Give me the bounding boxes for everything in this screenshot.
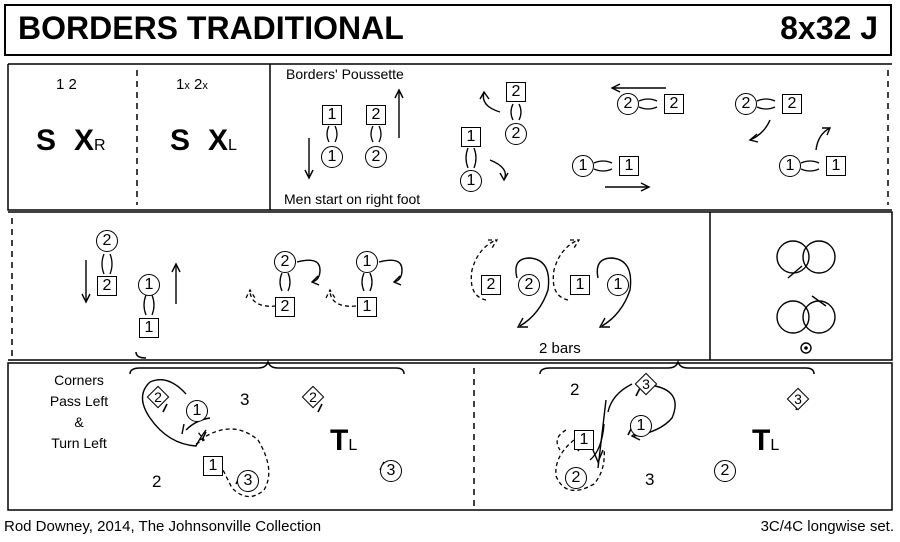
credit-text: Rod Downey, 2014, The Johnsonville Colle… bbox=[4, 518, 322, 535]
woman-2-marker: 2 bbox=[274, 251, 296, 273]
man-1-marker: 1 bbox=[619, 156, 639, 176]
turn-a-sub: L bbox=[348, 437, 358, 454]
woman-1-marker: 1 bbox=[186, 400, 208, 422]
cross-b-sub: L bbox=[228, 137, 237, 154]
corner-2-marker: 2 bbox=[565, 467, 587, 489]
cross-a-text: X bbox=[74, 124, 95, 157]
position-3-label: 3 bbox=[240, 390, 250, 409]
bars-b-2: 2 bbox=[194, 76, 203, 93]
man-1-marker: 1 bbox=[203, 456, 223, 476]
man-2-marker: 2 bbox=[481, 275, 501, 295]
woman-1-marker: 1 bbox=[630, 415, 652, 437]
man-2-marker: 2 bbox=[275, 297, 295, 317]
cross-b-text: X bbox=[208, 124, 229, 157]
woman-1-marker: 1 bbox=[356, 251, 378, 273]
woman-1-marker: 1 bbox=[460, 170, 482, 192]
bars-b-x1: x bbox=[184, 80, 190, 92]
man-2-marker: 2 bbox=[664, 94, 684, 114]
woman-1-marker: 1 bbox=[321, 146, 343, 168]
bars-label-b: 1x 2x bbox=[176, 76, 208, 93]
position-2-label: 2 bbox=[570, 380, 580, 399]
woman-1-marker: 1 bbox=[607, 274, 629, 296]
man-1-marker: 1 bbox=[826, 156, 846, 176]
set-type-text: 3C/4C longwise set. bbox=[760, 518, 894, 535]
position-2-label: 2 bbox=[152, 472, 162, 491]
man-2-marker: 2 bbox=[97, 276, 117, 296]
woman-2-marker: 2 bbox=[96, 230, 118, 252]
woman-1-marker: 1 bbox=[572, 155, 594, 177]
man-1-marker: 1 bbox=[322, 105, 342, 125]
center-dot-icon bbox=[804, 346, 808, 350]
cross-label-b: XL bbox=[208, 124, 237, 158]
cross-a-sub: R bbox=[94, 137, 106, 154]
man-1-marker: 1 bbox=[139, 318, 159, 338]
title-bar bbox=[4, 4, 892, 56]
bars-label-a: 1 2 bbox=[56, 76, 77, 93]
dance-formation: 8x32 J bbox=[780, 10, 878, 46]
woman-2-marker: 2 bbox=[518, 274, 540, 296]
woman-2-marker: 2 bbox=[365, 146, 387, 168]
corners-instruction: Corners Pass Left & Turn Left bbox=[44, 370, 114, 454]
corners-line-4: Turn Left bbox=[51, 435, 107, 451]
man-1-marker: 1 bbox=[574, 430, 594, 450]
corner-3-marker: 3 bbox=[237, 470, 259, 492]
turn-label-b: TL bbox=[752, 424, 779, 458]
corner-2-text: 2 bbox=[309, 389, 317, 405]
bars-note: 2 bars bbox=[539, 340, 581, 357]
corner-3-marker: 3 bbox=[380, 460, 402, 482]
corner-2-text: 2 bbox=[154, 389, 162, 405]
turn-label-a: TL bbox=[330, 424, 357, 458]
bars-b-1: 1 bbox=[176, 76, 185, 93]
turn-b-sub: L bbox=[770, 437, 780, 454]
turn-b-text: T bbox=[752, 424, 771, 457]
woman-1-marker: 1 bbox=[779, 155, 801, 177]
corner-2-marker: 2 bbox=[714, 460, 736, 482]
position-3-label: 3 bbox=[645, 470, 655, 489]
man-1-marker: 1 bbox=[461, 127, 481, 147]
poussette-note: Men start on right foot bbox=[284, 191, 421, 207]
woman-1-marker: 1 bbox=[138, 274, 160, 296]
turn-a-text: T bbox=[330, 424, 349, 457]
figure-label-a: S bbox=[36, 124, 57, 157]
corners-line-1: Corners bbox=[54, 372, 104, 388]
cross-label-a: XR bbox=[74, 124, 106, 158]
poussette-title: Borders' Poussette bbox=[286, 66, 404, 82]
woman-2-marker: 2 bbox=[617, 93, 639, 115]
corners-line-2: Pass Left bbox=[49, 393, 109, 409]
corner-3-text: 3 bbox=[794, 391, 802, 407]
woman-2-marker: 2 bbox=[735, 93, 757, 115]
corners-line-3: & bbox=[74, 414, 84, 430]
man-2-marker: 2 bbox=[782, 94, 802, 114]
man-1-marker: 1 bbox=[357, 297, 377, 317]
bars-b-x2: x bbox=[202, 80, 208, 92]
woman-2-marker: 2 bbox=[505, 123, 527, 145]
man-1-marker: 1 bbox=[570, 275, 590, 295]
figure-label-b: S bbox=[170, 124, 191, 157]
corner-3-text: 3 bbox=[642, 376, 650, 392]
dance-title: BORDERS TRADITIONAL bbox=[18, 10, 404, 46]
man-2-marker: 2 bbox=[366, 105, 386, 125]
man-2-marker: 2 bbox=[506, 82, 526, 102]
